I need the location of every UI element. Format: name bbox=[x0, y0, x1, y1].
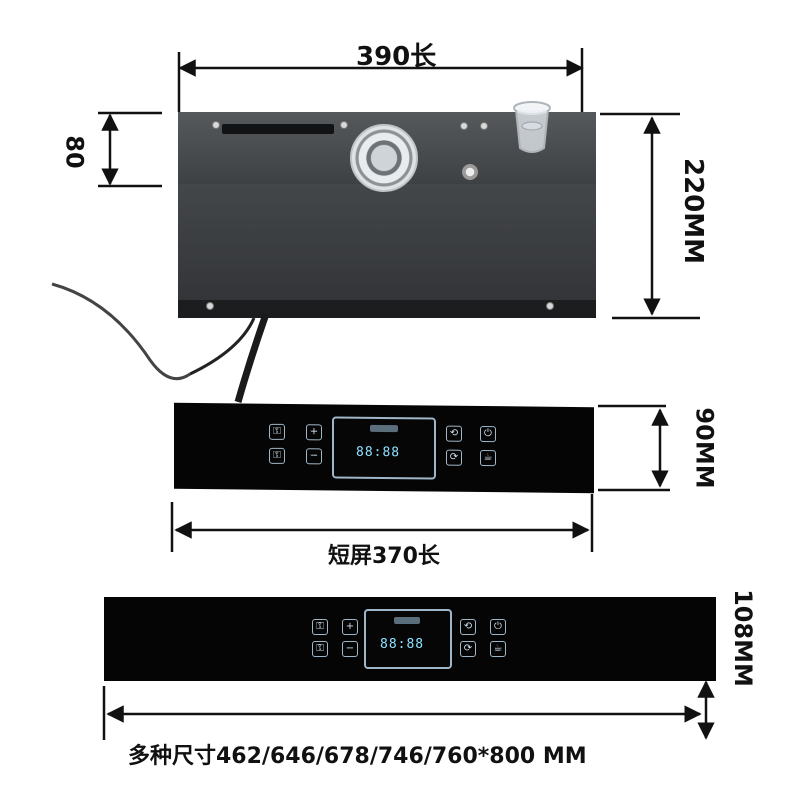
unit-front-panel bbox=[178, 184, 596, 318]
screw-icon bbox=[546, 302, 554, 310]
unit-height-label: 220MM bbox=[678, 157, 709, 265]
rotate-left-icon[interactable]: ⟲ bbox=[460, 619, 476, 635]
rotate-right-icon[interactable]: ⟳ bbox=[446, 449, 462, 466]
glass-cup-icon bbox=[513, 101, 551, 153]
lcd-display: 88:88 bbox=[364, 609, 452, 669]
display-digits: 88:88 bbox=[356, 444, 401, 461]
unit-bottom-lip bbox=[178, 300, 596, 318]
display-badge bbox=[394, 617, 420, 624]
screw-icon bbox=[340, 121, 348, 129]
power-cable bbox=[51, 282, 270, 403]
long-panel-height-label: 108MM bbox=[728, 589, 757, 687]
screw-icon bbox=[480, 122, 488, 130]
rotate-left-icon[interactable]: ⟲ bbox=[446, 425, 462, 442]
vent-slot bbox=[222, 124, 334, 134]
long-control-panel: ⚿ ⚿ + − 88:88 ⟲ ⟳ ⏻ ☕ bbox=[104, 597, 716, 681]
minus-button[interactable]: − bbox=[306, 448, 322, 465]
panel-button-icon[interactable]: ⚿ bbox=[312, 619, 328, 635]
screw-icon bbox=[206, 302, 214, 310]
step-height-label: 80 bbox=[60, 135, 89, 169]
panel-button-icon[interactable]: ⚿ bbox=[312, 641, 328, 657]
short-control-panel: ⚿ ⚿ + − 88:88 ⟲ ⟳ ⏻ ☕ bbox=[174, 402, 594, 494]
panel-button-icon[interactable]: ⚿ bbox=[269, 447, 285, 464]
plus-button[interactable]: + bbox=[306, 424, 322, 441]
rotate-right-icon[interactable]: ⟳ bbox=[460, 641, 476, 657]
display-badge bbox=[370, 424, 398, 433]
panel-height-label: 90MM bbox=[690, 407, 719, 489]
knob-icon bbox=[462, 164, 478, 180]
cup-icon[interactable]: ☕ bbox=[490, 641, 506, 657]
top-length-label: 390长 bbox=[356, 42, 437, 72]
power-icon[interactable]: ⏻ bbox=[490, 619, 506, 635]
screw-icon bbox=[460, 122, 468, 130]
cup-icon[interactable]: ☕ bbox=[480, 450, 496, 467]
lcd-display: 88:88 bbox=[332, 416, 436, 480]
sizes-caption: 多种尺寸462/646/678/746/760*800 MM bbox=[128, 744, 587, 769]
short-panel-length-label: 短屏370长 bbox=[328, 544, 440, 569]
display-digits: 88:88 bbox=[380, 637, 425, 652]
drain-filter bbox=[350, 124, 418, 192]
cooker-hood-unit bbox=[178, 101, 596, 318]
screw-icon bbox=[212, 121, 220, 129]
panel-button-icon[interactable]: ⚿ bbox=[269, 423, 285, 440]
minus-button[interactable]: − bbox=[342, 641, 358, 657]
plus-button[interactable]: + bbox=[342, 619, 358, 635]
power-icon[interactable]: ⏻ bbox=[480, 426, 496, 443]
